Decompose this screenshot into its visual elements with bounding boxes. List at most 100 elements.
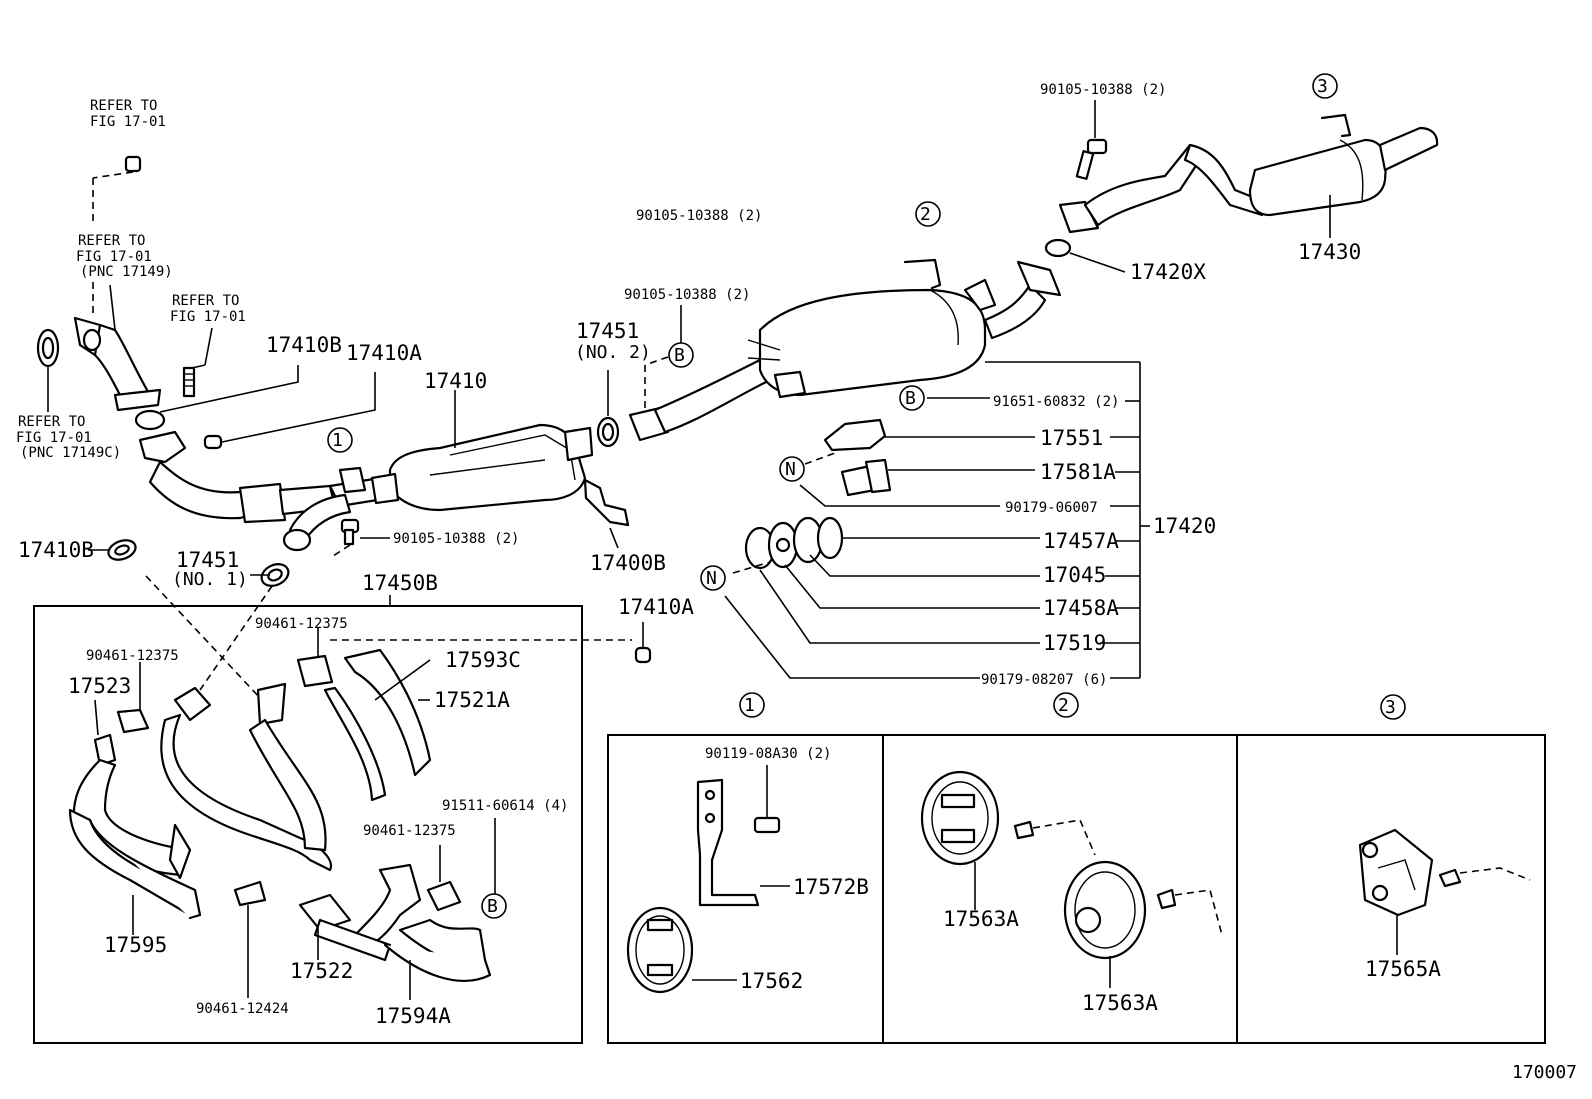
- refer-note-gasket-line1: REFER TO: [18, 414, 85, 430]
- box-17450B: [33, 605, 583, 1044]
- svg-text:N: N: [706, 568, 717, 589]
- label-17410B-b: 17410B: [18, 538, 94, 562]
- marker-2-main: 2: [915, 201, 941, 227]
- label-17594A: 17594A: [375, 1004, 451, 1028]
- label-90105-d: 90105-10388 (2): [393, 531, 519, 547]
- gasket-left: [36, 328, 60, 412]
- gasket-17410B-small: [107, 539, 137, 561]
- svg-text:3: 3: [1385, 697, 1396, 718]
- detail-2-mount-17563A-lower: [1063, 860, 1223, 988]
- plug-17581A: [840, 458, 1035, 497]
- label-17522: 17522: [290, 959, 353, 983]
- gasket-17420X: [1044, 238, 1126, 273]
- clamp-90461-right: [426, 845, 462, 912]
- nut-17410A-lower: [634, 622, 652, 664]
- pipe-17522: [298, 863, 422, 962]
- label-90461-b: 90461-12375: [86, 648, 179, 664]
- label-17450B: 17450B: [362, 571, 438, 595]
- label-91651: 91651-60832 (2): [993, 394, 1119, 410]
- svg-text:2: 2: [1058, 695, 1069, 716]
- label-17400B: 17400B: [590, 551, 666, 575]
- label-90461-a: 90461-12375: [255, 616, 348, 632]
- label-17451-no2: 17451: [576, 319, 639, 343]
- svg-text:3: 3: [1317, 76, 1328, 97]
- refer-note-gasket-line3: (PNC 17149C): [20, 445, 121, 461]
- tail-pipe-17430: [1058, 113, 1439, 234]
- refer-note-mid-line2: FIG 17-01: [76, 249, 152, 265]
- figure-id: 170007: [1512, 1062, 1577, 1083]
- label-90105-b: 90105-10388 (2): [624, 287, 750, 303]
- nut-top: [92, 155, 142, 222]
- marker-1-detail: 1: [739, 692, 765, 718]
- leader-bracket-17420: [724, 361, 1150, 679]
- svg-text:2: 2: [920, 204, 931, 225]
- dash-17451: [199, 585, 273, 691]
- leader-refer-mid: [109, 284, 116, 331]
- refer-note-gasket-line2: FIG 17-01: [16, 430, 92, 446]
- label-17581A: 17581A: [1040, 460, 1116, 484]
- pipe-17595: [68, 808, 202, 935]
- refer-note-top: REFER TO FIG 17-01: [90, 98, 166, 130]
- gasket-17410B: [134, 409, 166, 431]
- catalytic-converter: [370, 423, 594, 512]
- gasket-17451-no1: [260, 563, 290, 587]
- label-90461-12424: 90461-12424: [196, 1001, 289, 1017]
- detail-boxes-frame: [607, 734, 1546, 1044]
- marker-3-detail: 3: [1380, 694, 1406, 720]
- center-pipe-17420: [628, 258, 1062, 442]
- label-17458A: 17458A: [1043, 596, 1119, 620]
- front-flange-elbow: [73, 316, 162, 412]
- label-17045: 17045: [1043, 563, 1106, 587]
- bolt-90105-front: [329, 518, 360, 559]
- refer-note-mid-line3: (PNC 17149): [80, 264, 173, 280]
- dash-17410B: [145, 575, 263, 701]
- label-90105-a: 90105-10388 (2): [636, 208, 762, 224]
- svg-text:1: 1: [332, 430, 343, 451]
- marker-n-lower: N: [700, 565, 726, 591]
- label-17551: 17551: [1040, 426, 1103, 450]
- label-17410A-a: 17410A: [346, 341, 422, 365]
- refer-note-top-line2: FIG 17-01: [90, 114, 166, 130]
- label-17563A-a: 17563A: [943, 907, 1019, 931]
- label-17420: 17420: [1153, 514, 1216, 538]
- label-17519: 17519: [1043, 631, 1106, 655]
- label-91511: 91511-60614 (4): [442, 798, 568, 814]
- detail-3-mount-17565A: [1358, 828, 1531, 955]
- label-17565A: 17565A: [1365, 957, 1441, 981]
- marker-b-center: B: [644, 305, 694, 408]
- label-17420X: 17420X: [1130, 260, 1206, 284]
- clamp-90461-12424: [233, 880, 267, 998]
- marker-b-box: B: [481, 893, 507, 919]
- gasket-stack-17457A: [732, 516, 1040, 574]
- label-17451-no1-sub: (NO. 1): [172, 569, 248, 590]
- detail-1-mount-17562: [626, 906, 737, 994]
- refer-note-gasket: REFER TO FIG 17-01 (PNC 17149C): [16, 414, 121, 461]
- marker-b-right: B: [899, 385, 925, 411]
- nut-17410A: [203, 434, 223, 450]
- svg-text:N: N: [785, 459, 796, 480]
- svg-text:B: B: [674, 345, 685, 366]
- label-17595: 17595: [104, 933, 167, 957]
- refer-note-mid-line1: REFER TO: [78, 233, 145, 249]
- misc-leaders: [88, 365, 456, 576]
- refer-note-bolt: REFER TO FIG 17-01: [170, 293, 246, 325]
- label-17451-no2-sub: (NO. 2): [575, 342, 651, 363]
- label-17410A-b: 17410A: [618, 595, 694, 619]
- refer-note-bolt-line1: REFER TO: [172, 293, 239, 309]
- svg-text:1: 1: [744, 695, 755, 716]
- label-17593C: 17593C: [445, 648, 521, 672]
- label-17457A: 17457A: [1043, 529, 1119, 553]
- marker-n-upper: N: [779, 456, 805, 482]
- label-90179-08207: 90179-08207 (6): [981, 672, 1107, 688]
- marker-2-detail: 2: [1053, 692, 1079, 718]
- gasket-17451-no2: [596, 370, 620, 448]
- label-90179-06007: 90179-06007: [1005, 500, 1098, 516]
- label-17410: 17410: [424, 369, 487, 393]
- label-90119: 90119-08A30 (2): [705, 746, 831, 762]
- pipe-17594A: [383, 918, 492, 1000]
- heat-insulator-17593C: [323, 648, 432, 802]
- label-17521A: 17521A: [434, 688, 510, 712]
- refer-note-bolt-line2: FIG 17-01: [170, 309, 246, 325]
- label-17572B: 17572B: [793, 875, 869, 899]
